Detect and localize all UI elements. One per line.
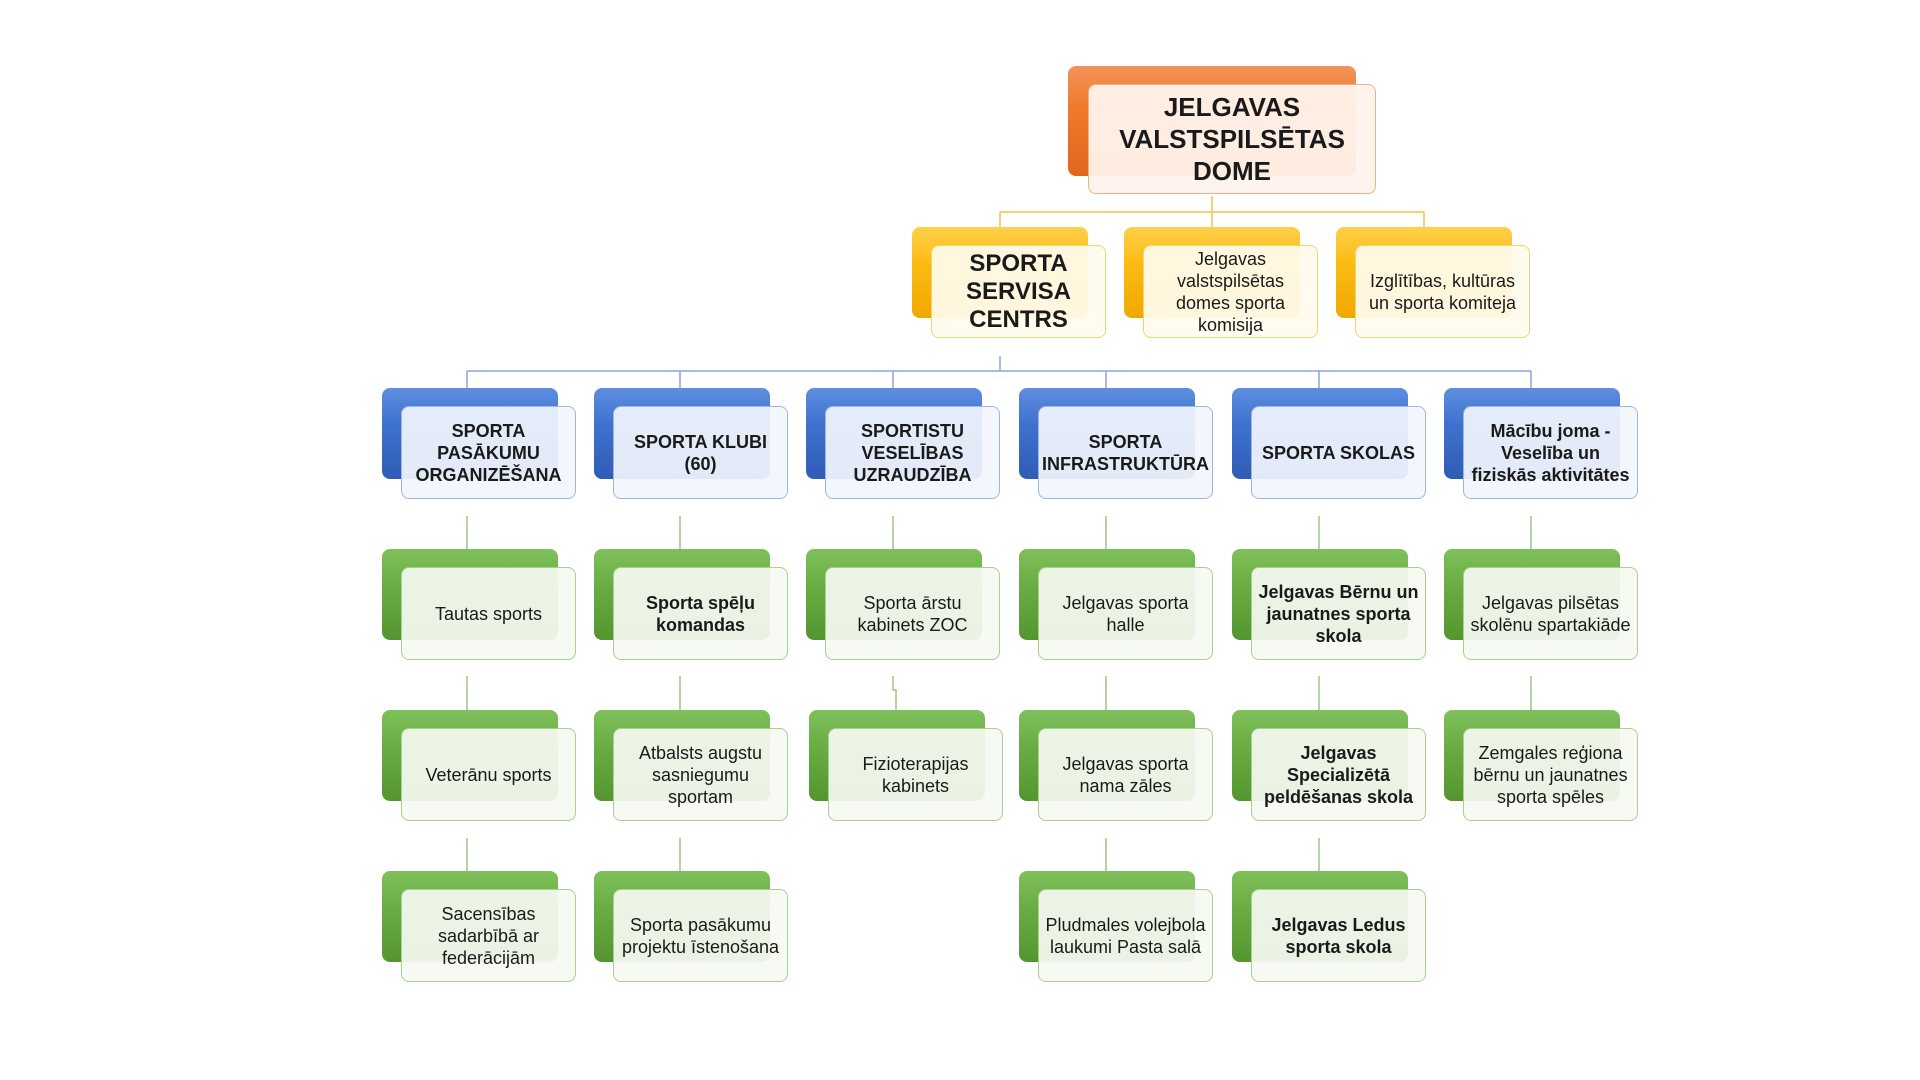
node-label: Pludmales volejbola laukumi Pasta salā (1038, 889, 1213, 982)
item-tautas-sports: Tautas sports (382, 549, 578, 662)
node-label: SPORTA SKOLAS (1251, 406, 1426, 499)
node-label: Jelgavas Bērnu un jaunatnes sporta skola (1251, 567, 1426, 660)
node-label: Veterānu sports (401, 728, 576, 821)
column-header-sporta-klubi: SPORTA KLUBI (60) (594, 388, 790, 501)
item-fizioterapijas-kabinets: Fizioterapijas kabinets (809, 710, 1005, 823)
node-label: SPORTA SERVISA CENTRS (931, 245, 1106, 338)
level1-node-komiteja: Izglītības, kultūras un sporta komiteja (1336, 227, 1532, 340)
level1-node-sporta-komisija: Jelgavas valstspilsētas domes sporta kom… (1124, 227, 1320, 340)
item-ledus-sporta-skola: Jelgavas Ledus sporta skola (1232, 871, 1428, 984)
column-connectors (466, 516, 1532, 872)
column-header-sporta-skolas: SPORTA SKOLAS (1232, 388, 1428, 501)
item-projektu-istenosana: Sporta pasākumu projektu īstenošana (594, 871, 790, 984)
node-label: Jelgavas sporta halle (1038, 567, 1213, 660)
node-label: Zemgales reģiona bērnu un jaunatnes spor… (1463, 728, 1638, 821)
root-node: JELGAVAS VALSTSPILSĒTAS DOME (1068, 66, 1378, 196)
node-label: SPORTA PASĀKUMU ORGANIZĒŠANA (401, 406, 576, 499)
item-skolenu-spartakiade: Jelgavas pilsētas skolēnu spartakiāde (1444, 549, 1640, 662)
level1-node-sporta-servisa-centrs: SPORTA SERVISA CENTRS (912, 227, 1108, 340)
node-label: Jelgavas valstspilsētas domes sporta kom… (1143, 245, 1318, 338)
root-connectors (999, 196, 1425, 230)
node-label: Sporta spēļu komandas (613, 567, 788, 660)
column-header-sportistu-veselibas-uzraudziba: SPORTISTU VESELĪBAS UZRAUDZĪBA (806, 388, 1002, 501)
item-veteranu-sports: Veterānu sports (382, 710, 578, 823)
item-sporta-spelu-komandas: Sporta spēļu komandas (594, 549, 790, 662)
item-sporta-halle: Jelgavas sporta halle (1019, 549, 1215, 662)
node-label: Sporta ārstu kabinets ZOC (825, 567, 1000, 660)
item-sporta-nama-zales: Jelgavas sporta nama zāles (1019, 710, 1215, 823)
node-label: SPORTISTU VESELĪBAS UZRAUDZĪBA (825, 406, 1000, 499)
node-label: SPORTA KLUBI (60) (613, 406, 788, 499)
node-label: Jelgavas pilsētas skolēnu spartakiāde (1463, 567, 1638, 660)
item-sacensibas-federacijam: Sacensības sadarbībā ar federācijām (382, 871, 578, 984)
item-peldesanas-skola: Jelgavas Specializētā peldēšanas skola (1232, 710, 1428, 823)
node-label: Tautas sports (401, 567, 576, 660)
node-label: Jelgavas Ledus sporta skola (1251, 889, 1426, 982)
column-header-sporta-infrastruktura: SPORTA INFRASTRUKTŪRA (1019, 388, 1215, 501)
node-label: Sacensības sadarbībā ar federācijām (401, 889, 576, 982)
item-atbalsts-augstu-sasniegumu: Atbalsts augstu sasniegumu sportam (594, 710, 790, 823)
node-label: Fizioterapijas kabinets (828, 728, 1003, 821)
item-sporta-arstu-kabinets: Sporta ārstu kabinets ZOC (806, 549, 1002, 662)
item-zemgales-sporta-speles: Zemgales reģiona bērnu un jaunatnes spor… (1444, 710, 1640, 823)
column-header-macibu-joma: Mācību joma - Veselība un fiziskās aktiv… (1444, 388, 1640, 501)
root-node-label: JELGAVAS VALSTSPILSĒTAS DOME (1088, 84, 1376, 194)
item-bjss: Jelgavas Bērnu un jaunatnes sporta skola (1232, 549, 1428, 662)
node-label: Sporta pasākumu projektu īstenošana (613, 889, 788, 982)
node-label: SPORTA INFRASTRUKTŪRA (1038, 406, 1213, 499)
node-label: Mācību joma - Veselība un fiziskās aktiv… (1463, 406, 1638, 499)
column-header-sporta-pasakumu-organizesana: SPORTA PASĀKUMU ORGANIZĒŠANA (382, 388, 578, 501)
node-label: Izglītības, kultūras un sporta komiteja (1355, 245, 1530, 338)
level1-connectors (466, 356, 1532, 389)
node-label: Jelgavas sporta nama zāles (1038, 728, 1213, 821)
node-label: Atbalsts augstu sasniegumu sportam (613, 728, 788, 821)
item-pludmales-volejbols: Pludmales volejbola laukumi Pasta salā (1019, 871, 1215, 984)
node-label: Jelgavas Specializētā peldēšanas skola (1251, 728, 1426, 821)
